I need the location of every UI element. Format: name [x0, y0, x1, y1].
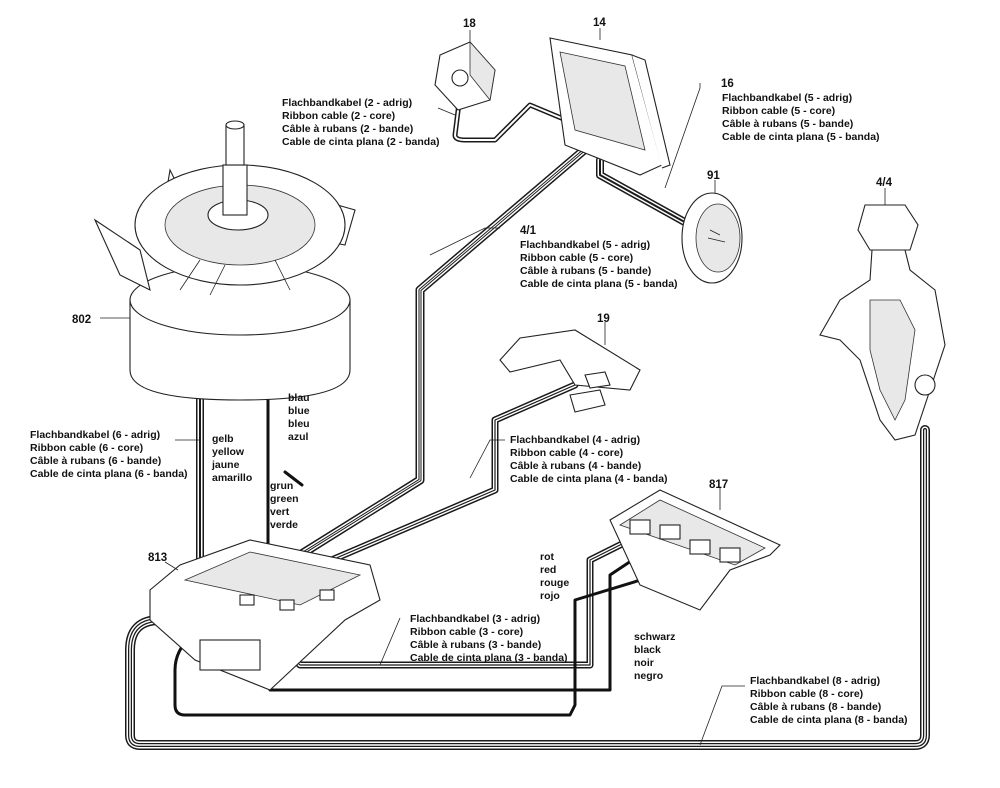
caption-line: Flachbandkabel (3 - adrig)	[410, 613, 540, 625]
caption-line: Flachbandkabel (2 - adrig)	[282, 97, 412, 109]
caption-line: Câble à rubans (5 - bande)	[722, 118, 853, 130]
caption-line: green	[270, 493, 299, 505]
caption-line: noir	[634, 657, 654, 669]
ribbon-cable-5-core-to-main	[295, 140, 595, 560]
caption-ribbon-5-core-lower: Flachbandkabel (5 - adrig) Ribbon cable …	[520, 239, 678, 290]
caption-wire-green: grun green vert verde	[270, 480, 299, 531]
caption-wire-yellow: gelb yellow jaune amarillo	[211, 433, 252, 484]
caption-line: blau	[288, 392, 310, 404]
caption-ribbon-4-core: Flachbandkabel (4 - adrig) Ribbon cable …	[510, 434, 668, 485]
module-18	[434, 40, 496, 111]
label-4-1: 4/1	[520, 225, 537, 237]
caption-line: Câble à rubans (2 - bande)	[282, 123, 413, 135]
caption-ribbon-6-core: Flachbandkabel (6 - adrig) Ribbon cable …	[30, 429, 188, 480]
caption-line: blue	[288, 405, 310, 417]
caption-line: Flachbandkabel (4 - adrig)	[510, 434, 640, 446]
caption-line: Cable de cinta plana (8 - banda)	[750, 714, 908, 726]
label-14: 14	[593, 17, 606, 29]
caption-line: Cable de cinta plana (5 - banda)	[722, 131, 880, 143]
caption-line: rouge	[540, 577, 569, 589]
caption-line: bleu	[288, 418, 310, 430]
caption-line: gelb	[212, 433, 234, 445]
caption-line: azul	[288, 431, 309, 443]
switch-board-817	[609, 489, 781, 611]
caption-line: Flachbandkabel (5 - adrig)	[722, 92, 852, 104]
label-16: 16	[721, 78, 734, 90]
caption-line: amarillo	[212, 472, 252, 484]
caption-line: grun	[270, 480, 293, 492]
caption-line: Cable de cinta plana (3 - banda)	[410, 652, 568, 664]
caption-wire-red: rot red rouge rojo	[540, 551, 569, 602]
caption-line: Flachbandkabel (8 - adrig)	[750, 675, 880, 687]
caption-line: Ribbon cable (4 - core)	[510, 447, 623, 459]
caption-ribbon-2-core: Flachbandkabel (2 - adrig) Ribbon cable …	[282, 97, 440, 148]
caption-line: Flachbandkabel (5 - adrig)	[520, 239, 650, 251]
caption-line: Ribbon cable (5 - core)	[722, 105, 835, 117]
wire-green	[283, 470, 304, 487]
caption-line: Ribbon cable (8 - core)	[750, 688, 863, 700]
bracket-19	[499, 329, 641, 413]
caption-line: black	[634, 644, 661, 656]
caption-line: jaune	[211, 459, 240, 471]
caption-line: schwarz	[634, 631, 675, 643]
caption-line: Cable de cinta plana (2 - banda)	[282, 136, 440, 148]
caption-line: Cable de cinta plana (4 - banda)	[510, 473, 668, 485]
caption-line: yellow	[212, 446, 245, 458]
caption-line: Cable de cinta plana (5 - banda)	[520, 278, 678, 290]
caption-ribbon-3-core: Flachbandkabel (3 - adrig) Ribbon cable …	[410, 613, 568, 664]
caption-wire-black: schwarz black noir negro	[634, 631, 675, 682]
caption-wire-blue: blau blue bleu azul	[288, 392, 310, 443]
caption-line: rot	[540, 551, 555, 563]
caption-line: Ribbon cable (5 - core)	[520, 252, 633, 264]
caption-line: rojo	[540, 590, 560, 602]
knob-91	[681, 192, 743, 284]
caption-line: Ribbon cable (3 - core)	[410, 626, 523, 638]
ribbon-cable-2-core	[452, 92, 593, 143]
caption-line: Ribbon cable (2 - core)	[282, 110, 395, 122]
caption-line: Cable de cinta plana (6 - banda)	[30, 468, 188, 480]
label-817: 817	[709, 479, 728, 491]
ribbon-cable-5-core-to-91	[596, 156, 694, 229]
label-802: 802	[72, 314, 91, 326]
label-19: 19	[597, 313, 610, 325]
label-813: 813	[148, 552, 167, 564]
display-14	[549, 37, 671, 176]
caption-line: Câble à rubans (6 - bande)	[30, 455, 161, 467]
caption-ribbon-5-core-upper: Flachbandkabel (5 - adrig) Ribbon cable …	[722, 92, 880, 143]
caption-line: Flachbandkabel (6 - adrig)	[30, 429, 160, 441]
leader-lines	[100, 28, 886, 746]
caption-line: Câble à rubans (3 - bande)	[410, 639, 541, 651]
caption-line: negro	[634, 670, 663, 682]
caption-line: red	[540, 564, 556, 576]
caption-ribbon-8-core: Flachbandkabel (8 - adrig) Ribbon cable …	[750, 675, 908, 726]
caption-line: Ribbon cable (6 - core)	[30, 442, 143, 454]
caption-line: verde	[270, 519, 298, 531]
handle-4-4	[819, 204, 946, 441]
motor-802	[93, 120, 356, 401]
label-18: 18	[463, 18, 476, 30]
label-91: 91	[707, 170, 720, 182]
caption-line: Câble à rubans (8 - bande)	[750, 701, 881, 713]
caption-line: Câble à rubans (4 - bande)	[510, 460, 641, 472]
caption-line: vert	[270, 506, 290, 518]
ribbon-cable-4-core	[316, 381, 579, 569]
label-4-4: 4/4	[876, 177, 893, 189]
caption-line: Câble à rubans (5 - bande)	[520, 265, 651, 277]
ribbon-cable-8-core	[125, 425, 930, 750]
main-board-813	[149, 539, 381, 691]
